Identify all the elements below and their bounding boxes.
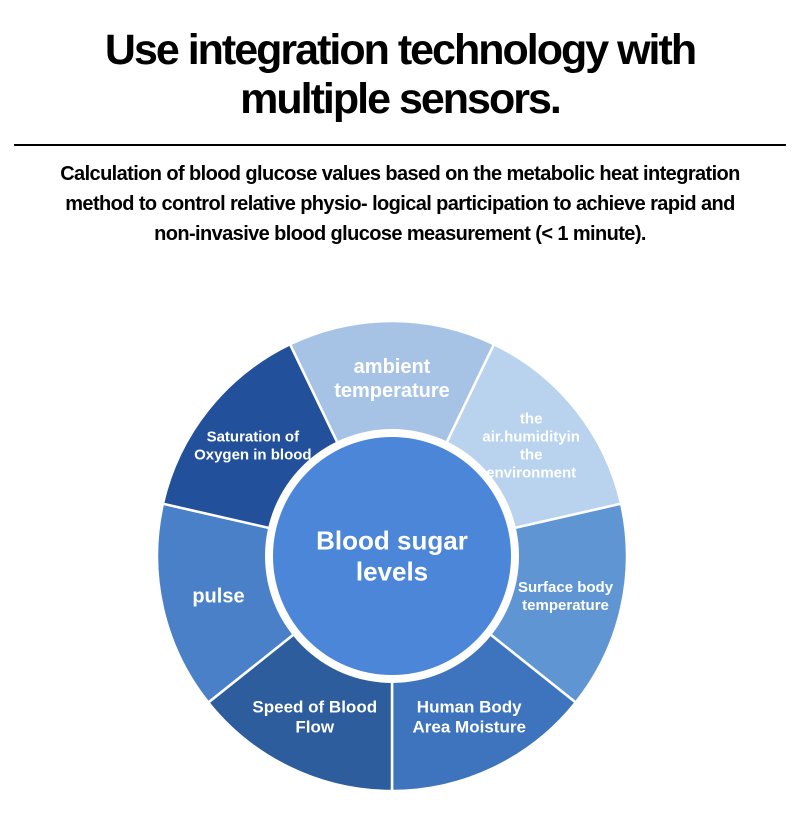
subtitle-line2: method to control relative physio- logic… — [65, 193, 735, 216]
page-title-line2: multiple sensors. — [240, 75, 562, 124]
page-title-line1: Use integration technology with — [104, 26, 697, 74]
center-circle — [273, 437, 511, 675]
page: Use integration technology with multiple… — [0, 26, 800, 793]
subtitle: Calculation of blood glucose values base… — [0, 159, 800, 249]
title-divider — [14, 144, 786, 147]
page-title: Use integration technology with multiple… — [0, 26, 800, 124]
subtitle-line3: non-invasive blood glucose measurement (… — [154, 223, 646, 246]
subtitle-line1: Calculation of blood glucose values base… — [60, 163, 740, 186]
segment-label-pulse: pulse — [192, 586, 244, 608]
